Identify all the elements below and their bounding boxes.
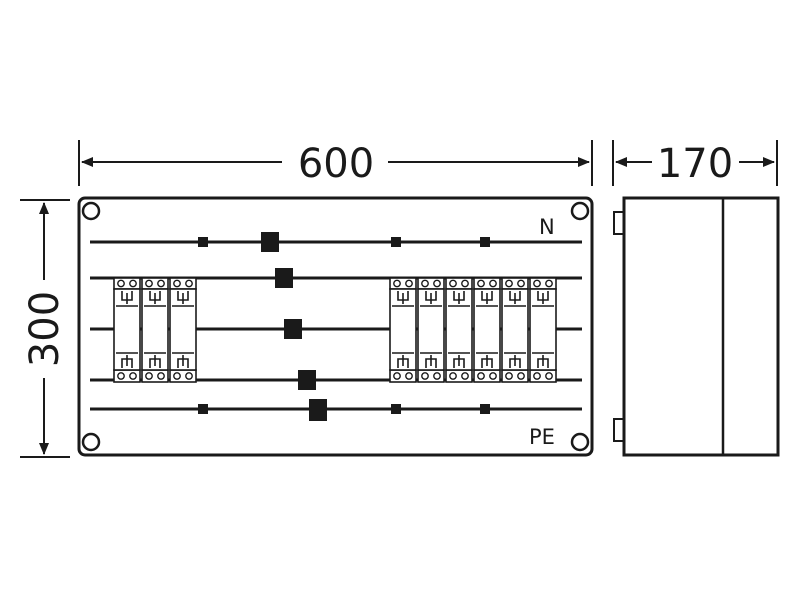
enclosure-side-view — [613, 196, 780, 457]
busbar-support — [198, 237, 208, 247]
fuse-base-module — [141, 277, 169, 383]
fuse-base-module — [113, 277, 141, 383]
fuse-base-module — [501, 277, 529, 383]
fuse-base-module — [473, 277, 501, 383]
busbar-clamp — [298, 370, 316, 390]
busbar-clamp — [284, 319, 302, 339]
enclosure-front-view — [77, 196, 594, 457]
depth-dimension-label: 170 — [657, 141, 733, 187]
side-view-hinge-top — [613, 211, 625, 235]
fuse-base-module — [169, 277, 197, 383]
mounting-hole-bottom-left — [81, 432, 101, 452]
mounting-hole-top-right — [570, 201, 590, 221]
pe-busbar-label: PE — [529, 425, 555, 449]
busbar-support — [391, 237, 401, 247]
fuse-base-module — [529, 277, 557, 383]
mounting-hole-bottom-right — [570, 432, 590, 452]
height-dimension-label: 300 — [22, 291, 68, 367]
fuse-base-module — [417, 277, 445, 383]
width-dimension — [78, 140, 593, 186]
busbar-clamp — [275, 268, 293, 288]
fuse-base-module — [445, 277, 473, 383]
side-view-hinge-bottom — [613, 418, 625, 442]
width-dimension-label: 600 — [298, 141, 374, 187]
mounting-hole-top-left — [81, 201, 101, 221]
depth-dimension — [612, 140, 778, 186]
fuse-base-module — [389, 277, 417, 383]
busbar-clamp — [261, 232, 279, 252]
busbar-supports — [198, 232, 490, 421]
busbar-support — [480, 237, 490, 247]
neutral-busbar-label: N — [539, 215, 555, 239]
busbar-support — [391, 404, 401, 414]
busbar-clamp — [309, 399, 327, 421]
enclosure-outline — [77, 196, 594, 457]
fuse-base-modules — [113, 277, 557, 383]
busbar-support — [480, 404, 490, 414]
height-dimension — [20, 199, 70, 458]
busbar-support — [198, 404, 208, 414]
side-view-outline — [622, 196, 780, 457]
